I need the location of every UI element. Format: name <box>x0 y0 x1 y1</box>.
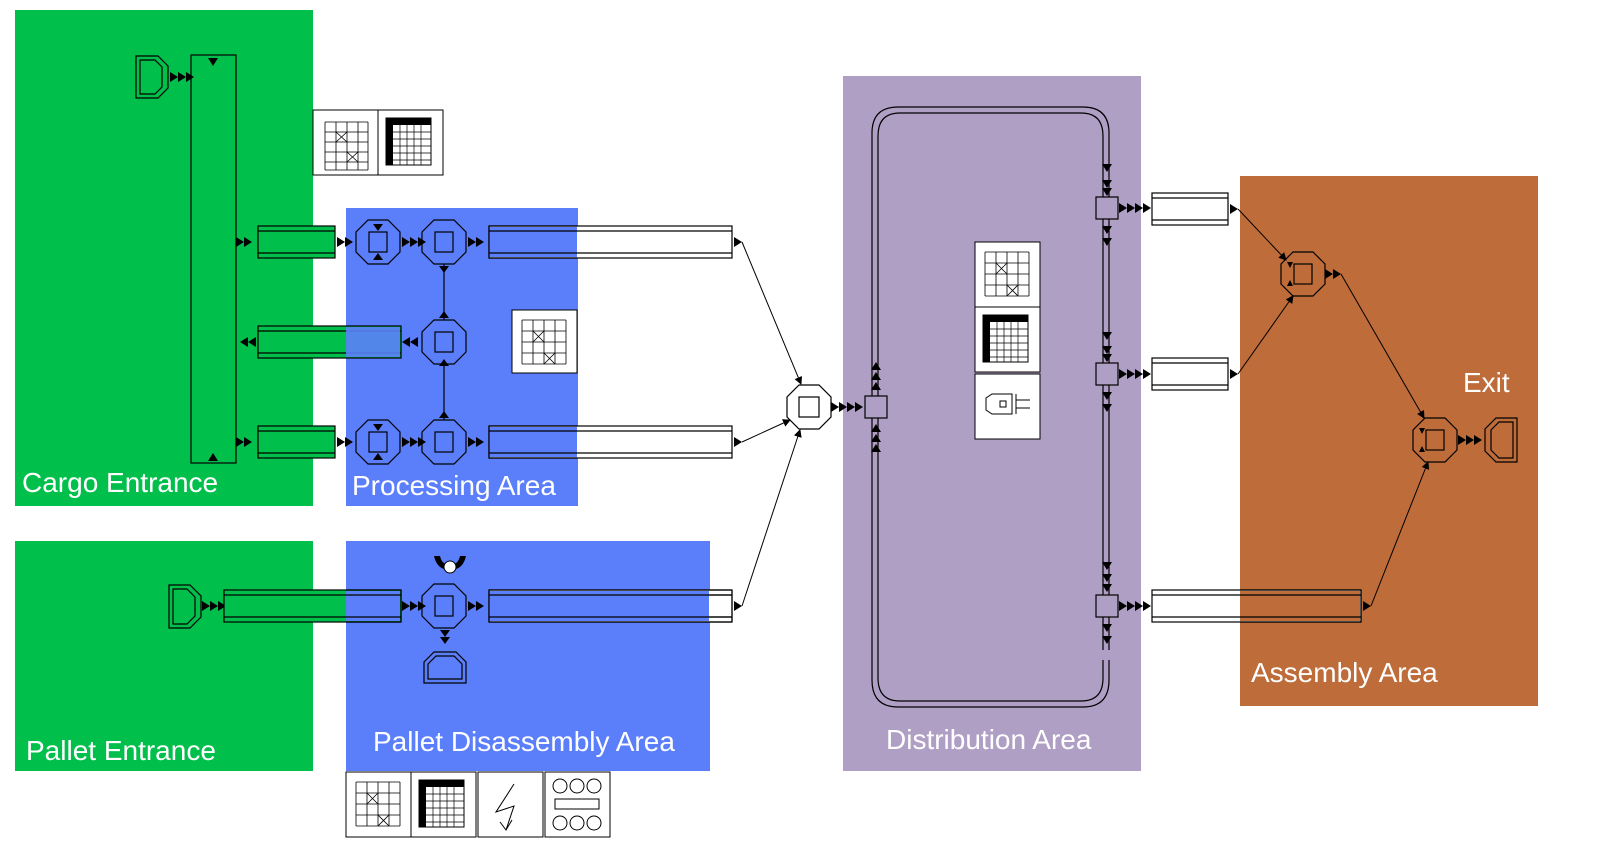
merge-links <box>741 241 803 607</box>
pallet-disassembly-area <box>346 541 710 771</box>
cargo-source-icon <box>135 55 169 99</box>
pallet-source-arrows <box>202 601 226 611</box>
conveyor-pallet-out-blue <box>489 591 709 621</box>
processing-station-4 <box>355 419 401 465</box>
conveyor-cargo-bottom <box>257 425 336 459</box>
processing-station-5 <box>421 419 467 465</box>
pallet-flow-arrows <box>402 601 484 644</box>
conveyor-top-blue <box>489 227 577 257</box>
assembly-conveyor-arrows <box>1230 204 1371 611</box>
conveyor-assembly-2 <box>1151 357 1229 391</box>
distribution-loop-arrows <box>871 164 1151 644</box>
assembly-arrows <box>1287 262 1482 452</box>
exit-sink-icon <box>1484 417 1518 463</box>
conveyor-assembly-3-brown <box>1240 591 1360 621</box>
table-grid-icon <box>418 779 465 828</box>
buffer-bottom-arrow <box>208 453 218 461</box>
conveyor-assembly-3-lines <box>1240 589 1362 623</box>
conveyor-bottom-lines <box>488 425 577 459</box>
circles-icon <box>552 778 602 831</box>
conveyor-cargo-top <box>257 225 336 259</box>
assembly-area <box>1240 176 1538 706</box>
conveyor-end-arrows <box>734 237 742 611</box>
processing-station-3 <box>421 319 467 365</box>
assembly-links <box>1237 208 1430 607</box>
grid-cross-icon <box>355 781 401 827</box>
assembly-station-2 <box>1412 417 1458 463</box>
distribution-entry-node <box>864 395 888 419</box>
disassembly-control-panel <box>345 771 611 838</box>
cargo-entrance-label: Cargo Entrance <box>22 467 218 498</box>
lightning-icon <box>494 783 515 831</box>
pallet-source-icon <box>168 584 202 629</box>
operator-icon <box>434 556 466 574</box>
pallet-entrance-area <box>15 541 313 771</box>
pallet-disassembly-label: Pallet Disassembly Area <box>373 726 675 757</box>
pallet-entrance-label: Pallet Entrance <box>26 735 216 766</box>
assembly-area-label: Assembly Area <box>1251 657 1438 688</box>
processing-station-1 <box>355 219 401 265</box>
cargo-control-panel <box>312 109 444 176</box>
processing-arrows <box>373 224 484 460</box>
assembly-station-1 <box>1280 251 1326 297</box>
exit-label: Exit <box>1463 367 1510 398</box>
grid-cross-icon <box>324 121 369 171</box>
processing-area-label: Processing Area <box>352 470 556 501</box>
grid-cross-icon <box>984 251 1030 297</box>
processing-station-2 <box>421 219 467 265</box>
processing-control-panel <box>511 309 578 374</box>
distribution-loop <box>871 106 1110 708</box>
distribution-nodes <box>1095 196 1119 618</box>
conveyor-assembly-1 <box>1151 192 1229 226</box>
conveyor-cargo-mid-blue-part <box>346 327 400 357</box>
cargo-flow-arrows <box>236 237 353 447</box>
conveyor-top-lines <box>488 225 577 259</box>
cargo-source-arrows <box>170 72 194 82</box>
distribution-control-panel <box>974 241 1041 440</box>
pallet-sink-icon <box>423 651 467 684</box>
conveyor-pallet-out-lines <box>488 589 733 623</box>
merge-out-arrows <box>831 402 863 412</box>
distribution-area-label: Distribution Area <box>886 724 1092 755</box>
conveyor-pallet-in-lines <box>346 589 402 623</box>
vehicle-icon <box>985 393 1030 415</box>
grid-cross-icon <box>521 319 567 365</box>
buffer-top-arrow <box>208 58 218 66</box>
conveyor-pallet-in-blue <box>346 591 400 621</box>
merge-node <box>786 384 832 430</box>
table-grid-icon <box>385 117 432 166</box>
conveyor-bottom-blue <box>489 427 577 457</box>
disassembly-station <box>421 583 467 629</box>
cargo-vertical-buffer <box>190 54 237 464</box>
table-grid-icon <box>982 314 1029 363</box>
